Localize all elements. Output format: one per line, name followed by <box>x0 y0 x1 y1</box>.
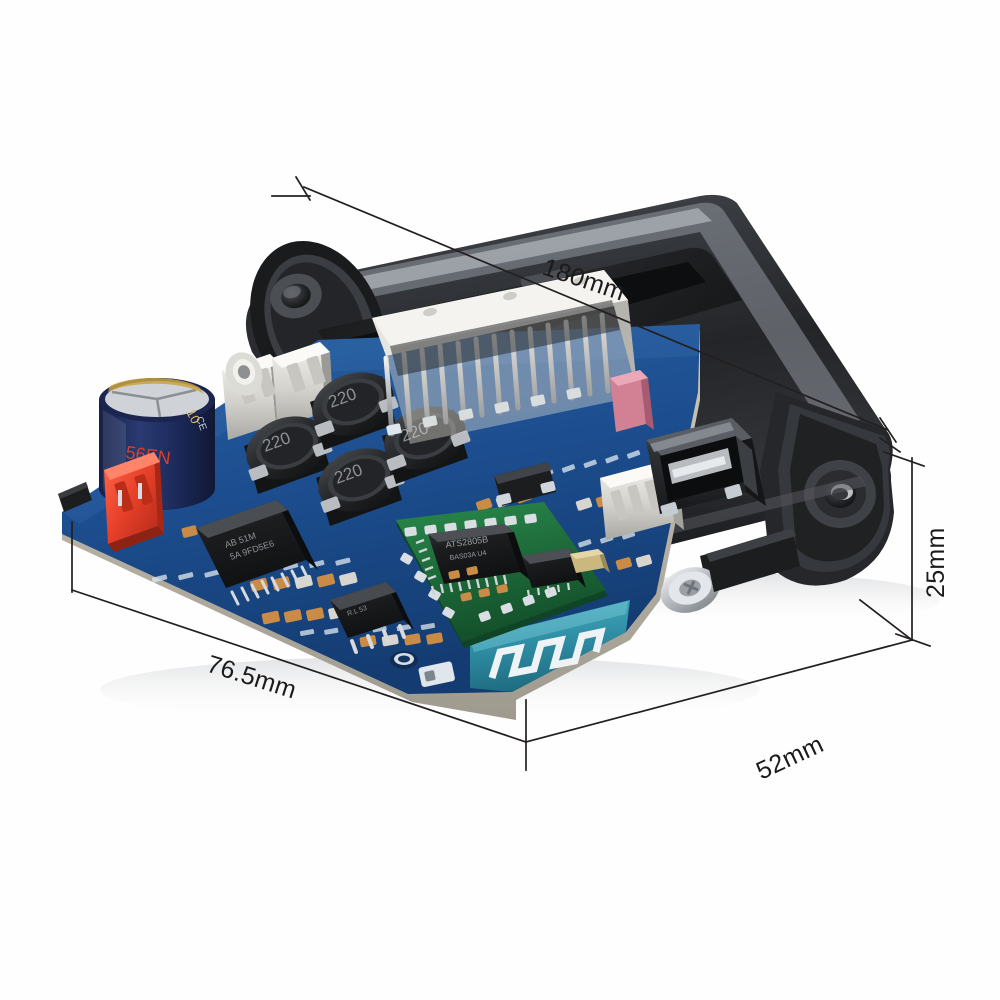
dimension-extension-52mm-right <box>858 598 914 642</box>
inductor-220-b: 220 <box>310 372 399 450</box>
jst-power-connector <box>104 452 164 552</box>
inductor-220-a: 220 <box>244 416 333 494</box>
dimension-line-76-5mm <box>70 588 528 744</box>
dimension-line-52mm <box>524 638 914 744</box>
inductor-220-c: 220 <box>316 448 405 526</box>
dimension-tick-180mm-right <box>878 416 898 444</box>
bluetooth-soc-chip: ATS2805B BAS03A U4 <box>415 524 530 596</box>
smd-transistor <box>58 482 92 512</box>
bluetooth-module: ATS2805B BAS03A U4 <box>396 502 610 648</box>
dc-barrel-jack <box>706 528 800 592</box>
pcb-board: 10 CE 56EN EN <box>58 270 800 720</box>
svg-text:10: 10 <box>183 406 203 426</box>
mounting-screw <box>660 567 720 613</box>
dimension-extension-180mm-right <box>878 436 902 454</box>
svg-text:CE: CE <box>193 415 208 432</box>
dimension-label-25mm: 25mm <box>922 527 950 598</box>
amplifier-ic: AB 51M 5A 9FD5E6 <box>196 500 318 606</box>
board-via-hole <box>390 651 418 669</box>
ir-receiver <box>610 370 654 432</box>
dimension-tick-25mm-top <box>882 450 926 468</box>
crystal-oscillator <box>570 549 610 573</box>
smd-diode <box>494 462 556 506</box>
usb-a-port <box>646 418 766 518</box>
pcb-trace-antenna <box>488 627 606 680</box>
lcd-pin-header <box>372 270 638 444</box>
soic-ic: R.L 53 <box>330 582 414 654</box>
metal-standoff <box>225 352 263 396</box>
board-pad-rect <box>418 661 455 688</box>
dimension-line-180mm <box>302 185 890 432</box>
faceplate-mount-hole-left <box>270 273 322 319</box>
